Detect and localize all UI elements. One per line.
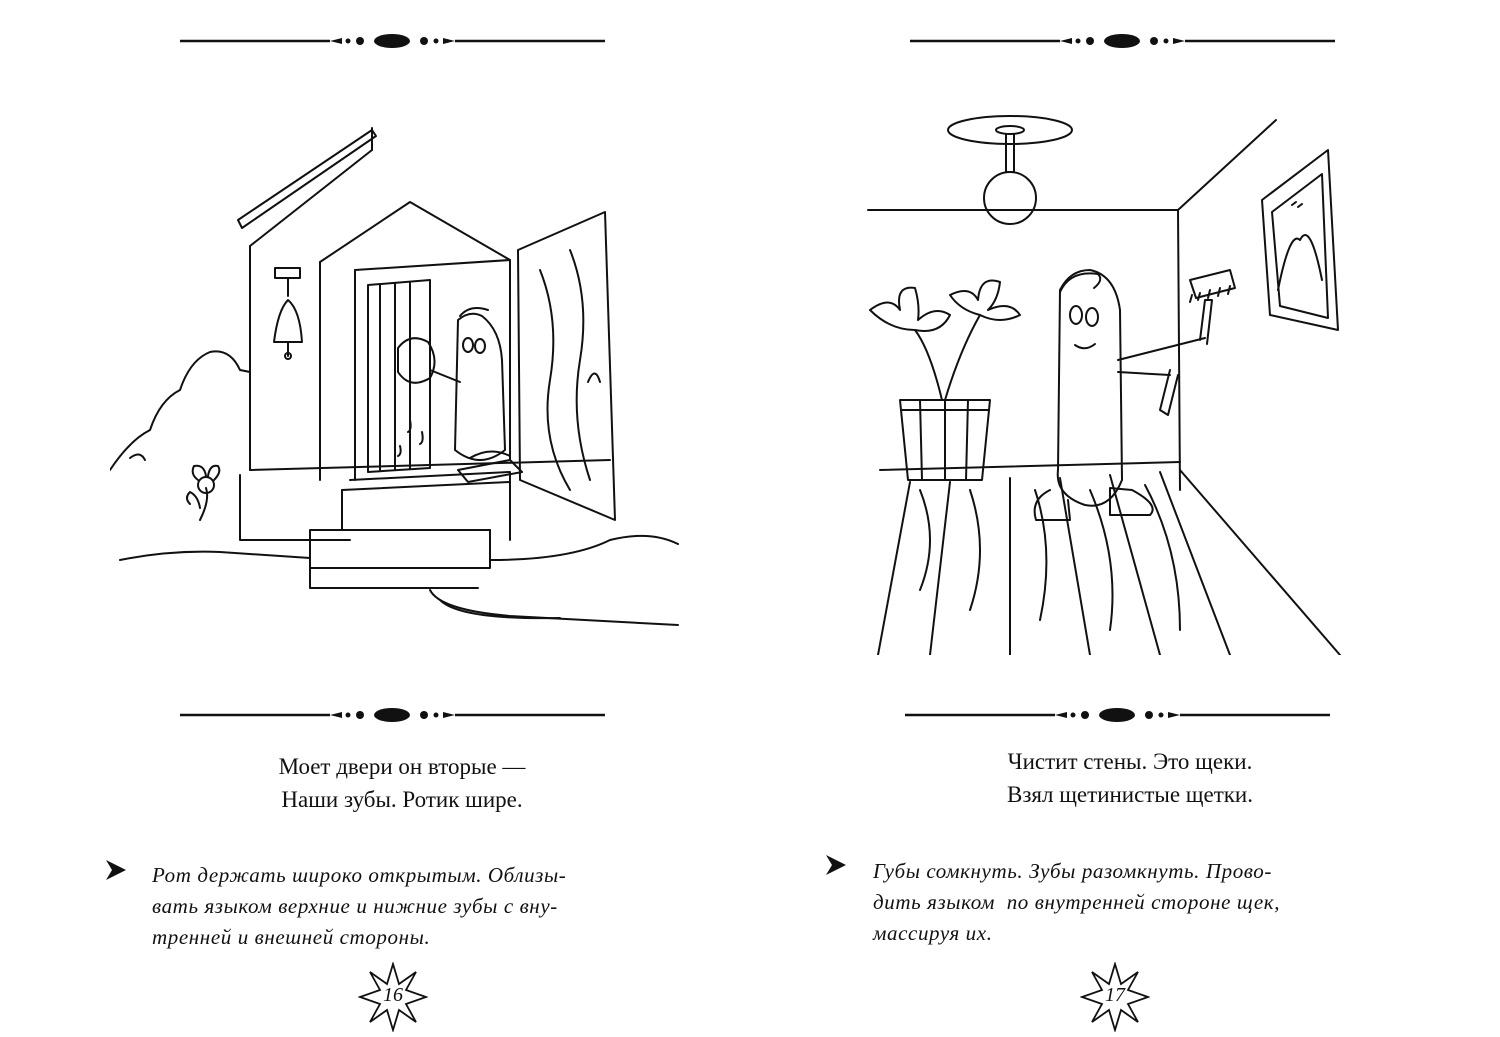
page-number-badge: 16 [357,960,429,1034]
verse: Чистит стены. Это щеки. Взял щетинистые … [880,745,1380,811]
page-number: 17 [1105,984,1125,1006]
right-page: Чистит стены. Это щеки. Взял щетинистые … [750,0,1500,1034]
instruction-line: вать языком верхние и нижние зубы с вну- [152,894,558,918]
verse: Моет двери он вторые — Наши зубы. Ротик … [152,750,652,816]
star-icon [357,960,429,1034]
exercise-instruction: Рот держать широко открытым. Облизы- ват… [152,860,566,953]
exercise-instruction: Губы сомкнуть. Зубы разомкнуть. Прово- д… [873,856,1280,949]
room-wall-illustration [867,115,1341,655]
top-ornament-divider [910,34,1335,48]
page-number-badge: 17 [1079,960,1151,1034]
page-number: 16 [383,984,403,1006]
instruction-line: тренней и внешней стороны. [152,925,431,949]
arrowhead-bullet-icon [826,855,846,875]
house-door-illustration [110,127,679,626]
instruction-line: дить языком по внутренней стороне щек, [873,890,1281,914]
star-icon [1079,960,1151,1034]
verse-line: Чистит стены. Это щеки. [1007,749,1253,774]
top-ornament-divider [180,34,605,48]
instruction-line: Рот держать широко открытым. Облизы- [152,863,567,887]
verse-line: Наши зубы. Ротик шире. [281,787,523,812]
instruction-line: массируя их. [873,921,993,945]
middle-ornament-divider [180,708,605,722]
arrowhead-bullet-icon [106,860,126,880]
verse-line: Взял щетинистые щетки. [1006,782,1253,807]
instruction-line: Губы сомкнуть. Зубы разомкнуть. Прово- [873,859,1272,883]
left-page: Моет двери он вторые — Наши зубы. Ротик … [0,0,750,1034]
middle-ornament-divider [905,708,1330,722]
verse-line: Моет двери он вторые — [278,754,526,779]
